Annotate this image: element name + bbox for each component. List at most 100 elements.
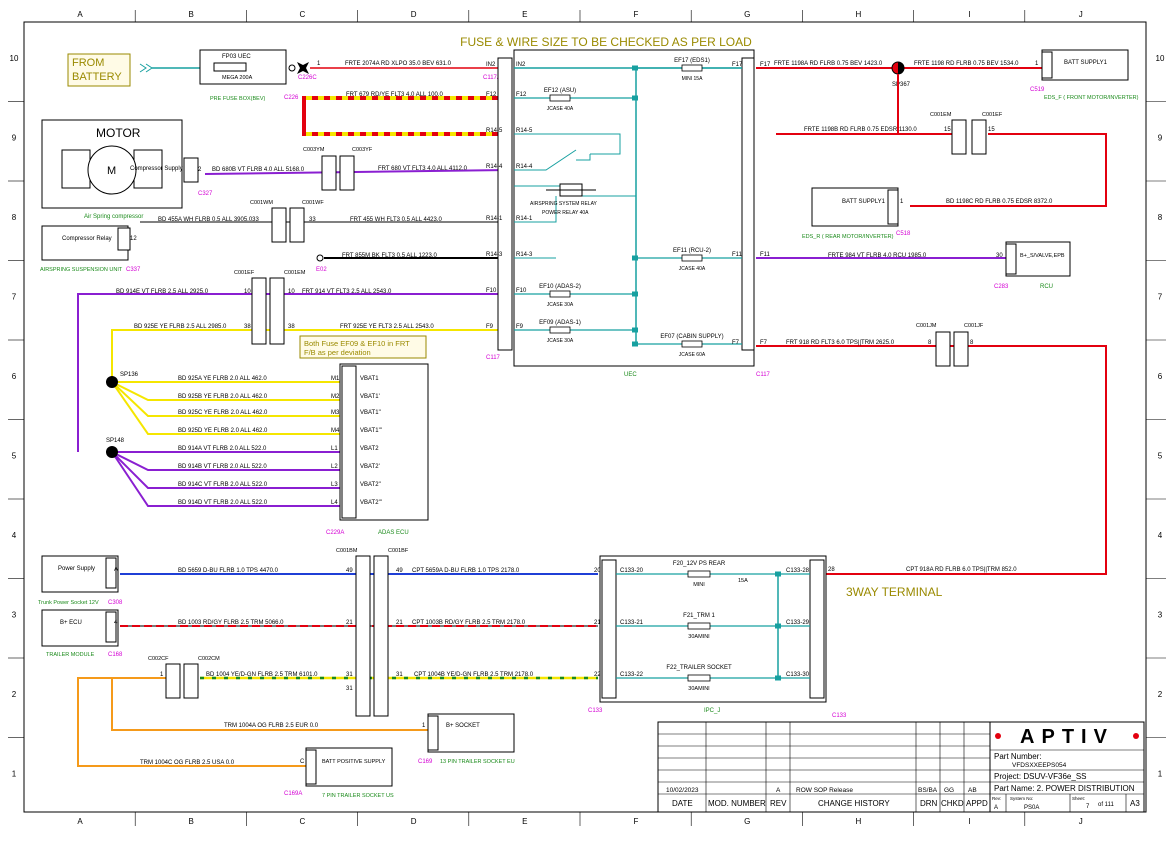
bplus-ecu-pin: 4: [114, 620, 118, 626]
sheet-size: A3: [1130, 799, 1140, 808]
batt-supply-front-caption: EDS_F ( FRONT MOTOR/INVERTER): [1044, 95, 1139, 101]
c001jm-connector: [935, 331, 951, 367]
uec-pin-inner: R14-3: [516, 252, 533, 258]
wire-f11-label: FRTE 984 VT FLRB 4.0 RCU 1985.0: [828, 253, 927, 259]
wire-og2-label: TRM 1004C OG FLRB 2.5 USA 0.0: [140, 760, 235, 766]
adas-feed-wire[interactable]: [111, 451, 342, 489]
rcu-conn: C283: [994, 284, 1009, 290]
terminal-box[interactable]: [599, 555, 827, 703]
adas-feed-wire[interactable]: [111, 381, 342, 417]
batt-supply-rear-box[interactable]: [811, 187, 899, 227]
batt-supply-front-box[interactable]: [1041, 49, 1129, 81]
adas-wire-fan[interactable]: BD 925A YE FLRB 2.0 ALL 462.0BD 925B YE …: [111, 376, 342, 507]
uec-pin-outer: R14-1: [486, 216, 503, 222]
fuse-id: EF09 (ADAS-1): [539, 320, 581, 326]
terminal-pin: 21: [594, 620, 601, 626]
adas-pin: M1: [331, 376, 340, 382]
motor-supply: Compressor Supply: [130, 166, 183, 172]
rcu-pin: 30: [996, 253, 1003, 259]
adas-feed-wire[interactable]: [111, 451, 342, 471]
compressor-relay-box[interactable]: [41, 225, 129, 261]
uec-pin-outer: IN2: [486, 62, 496, 68]
rev-value: A: [994, 805, 998, 811]
relay-label-1: AIRSPRING SYSTEM RELAY: [530, 201, 598, 207]
fuse-rating: MINI 15A: [682, 76, 704, 82]
uec-pin-inner: R14-1: [516, 216, 533, 222]
grid-row-right: 3: [1158, 611, 1163, 620]
orange-wire-eu[interactable]: [111, 677, 428, 731]
uec-box[interactable]: [513, 49, 755, 367]
c001bm-label: C001BM: [336, 548, 358, 554]
adas-feed-wire[interactable]: [111, 381, 342, 401]
adas-conn: C229A: [326, 530, 344, 536]
bplus-ecu-conn: C168: [108, 652, 123, 658]
terminal-fuse-name: F22_TRAILER SOCKET: [666, 665, 732, 671]
terminal-fuse-name: F20_12V PS REAR: [673, 561, 726, 567]
batt-positive-box[interactable]: [305, 747, 393, 787]
terminal-fuse-rating: 30AMINI: [688, 686, 710, 692]
rcu-caption: RCU: [1040, 284, 1053, 290]
splice-sp367-half: [898, 62, 904, 74]
wire-f17-c-label: FRTE 1198B RD FLRB 0.75 EDSR 1130.0: [804, 127, 917, 133]
grid-col-top: E: [522, 10, 527, 19]
project-name: Project: DSUV-VF36e_SS: [994, 772, 1086, 781]
grid-row-right: 4: [1158, 531, 1163, 540]
wire-og1-label: TRM 1004A OG FLRB 2.5 EUR 0.0: [224, 723, 319, 729]
header-mod: MOD. NUMBER: [708, 799, 766, 808]
bplus-ecu-caption: TRAILER MODULE: [46, 652, 95, 658]
bplus-socket-box[interactable]: [427, 713, 515, 753]
adas-wire-label: BD 925B YE FLRB 2.0 ALL 462.0: [178, 394, 268, 400]
grid-row-right: 10: [1156, 54, 1165, 63]
wire-cpt918-label: CPT 918A RD FLRB 6.0 TPS||TRM 852.0: [906, 567, 1017, 573]
f7-wire[interactable]: [756, 345, 1107, 575]
adas-feed-wire[interactable]: [111, 381, 342, 435]
c003yf-label: C003YF: [352, 147, 373, 153]
adas-wire-label: BD 914A VT FLRB 2.0 ALL 522.0: [178, 446, 267, 452]
motor-wire[interactable]: [204, 169, 509, 175]
f12-wire[interactable]: [302, 96, 508, 136]
bplus-ecu-box[interactable]: [41, 609, 119, 647]
pin-15a: 15: [944, 127, 951, 133]
header-appd: APPD: [966, 799, 988, 808]
wire-f7-label: FRT 918 RD FLT3 6.0 TPS||TRM 2625.0: [786, 340, 895, 346]
f9-wire[interactable]: [111, 329, 508, 378]
terminal-left-label: C133-20: [620, 568, 644, 574]
f10-wire[interactable]: [77, 293, 508, 452]
fuse-id: EF17 (EDS1): [674, 58, 710, 64]
title-block: [657, 721, 1145, 813]
c003ym-connector: [321, 155, 337, 191]
header-note: FUSE & WIRE SIZE TO BE CHECKED AS PER LO…: [460, 35, 752, 49]
sheet-of: of 111: [1098, 802, 1114, 808]
c001jf-label: C001JF: [964, 323, 984, 329]
arrow-icon: [139, 63, 153, 73]
rcu-box[interactable]: [1005, 241, 1071, 277]
terminal-right-connector: [809, 559, 825, 699]
power-supply-pin: A: [114, 567, 118, 573]
wire-t2b-label: CPT 1003B RD/GY FLRB 2.5 TRM 2178.0: [412, 620, 526, 626]
grid-col-top: F: [634, 10, 639, 19]
adas-pin-label: VBAT2': [360, 464, 380, 470]
motor-pin: 2: [198, 167, 202, 173]
c001bf-connector: [373, 555, 389, 717]
c002cm-pin: 31: [346, 686, 353, 692]
release-change: ROW SOP Release: [796, 787, 853, 794]
fp03-caption: PRE FUSE BOX(BEV): [210, 96, 265, 102]
f17-branch-b[interactable]: [910, 133, 1107, 207]
c003ym-label: C003YM: [303, 147, 325, 153]
adas-feed-wire[interactable]: [111, 451, 342, 507]
grid-row-right: 1: [1158, 770, 1163, 779]
power-supply-box[interactable]: [41, 555, 119, 593]
wire-f10-b-label: FRT 914 VT FLT3 2.5 ALL 2543.0: [302, 289, 392, 295]
wire-t1b-label: CPT 5659A D-BU FLRB 1.0 TPS 2178.0: [412, 568, 520, 574]
c002cm-connector: [183, 663, 199, 699]
c002cm-label: C002CM: [198, 656, 220, 662]
power-supply-conn: C308: [108, 600, 123, 606]
adas-caption: ADAS ECU: [378, 530, 409, 536]
batt-supply-front-pin: 1: [1035, 61, 1039, 67]
pin-21b: 21: [396, 620, 403, 626]
f17-branch-a[interactable]: [776, 74, 899, 135]
